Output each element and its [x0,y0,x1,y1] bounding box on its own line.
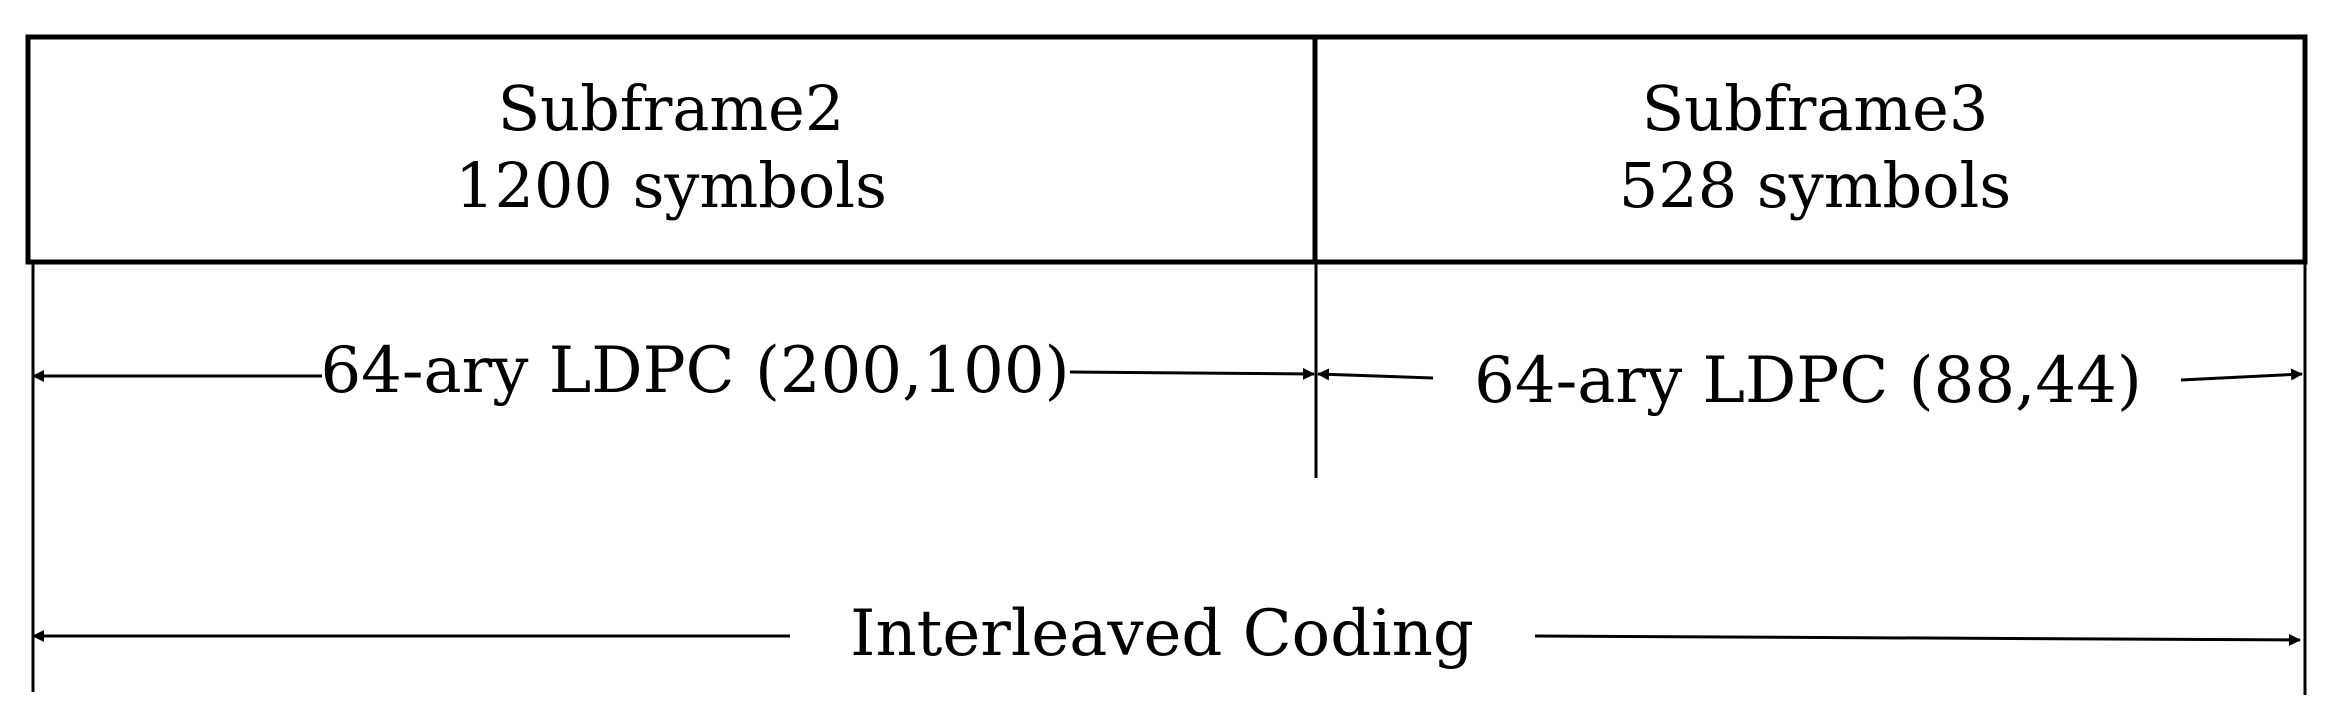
subframe3-title: Subframe3 [1642,72,1989,145]
interleaved-coding-label: Interleaved Coding [850,597,1474,671]
ldpc-subframe2-right-arrow [1069,367,1315,380]
subframe2-symbols: 1200 symbols [455,149,887,222]
subframe2-title: Subframe2 [498,72,845,145]
ldpc-subframe3-label: 64-ary LDPC (88,44) [1474,344,2142,418]
subframe3-symbols: 528 symbols [1619,149,2011,222]
ldpc-subframe2-label: 64-ary LDPC (200,100) [320,334,1069,408]
ldpc-subframe3-right-arrow [2180,368,2303,382]
interleaved-right-arrow [1534,633,2301,646]
subframe3-box [1312,34,2308,265]
ldpc-subframe3-left-arrow [1317,368,1434,381]
